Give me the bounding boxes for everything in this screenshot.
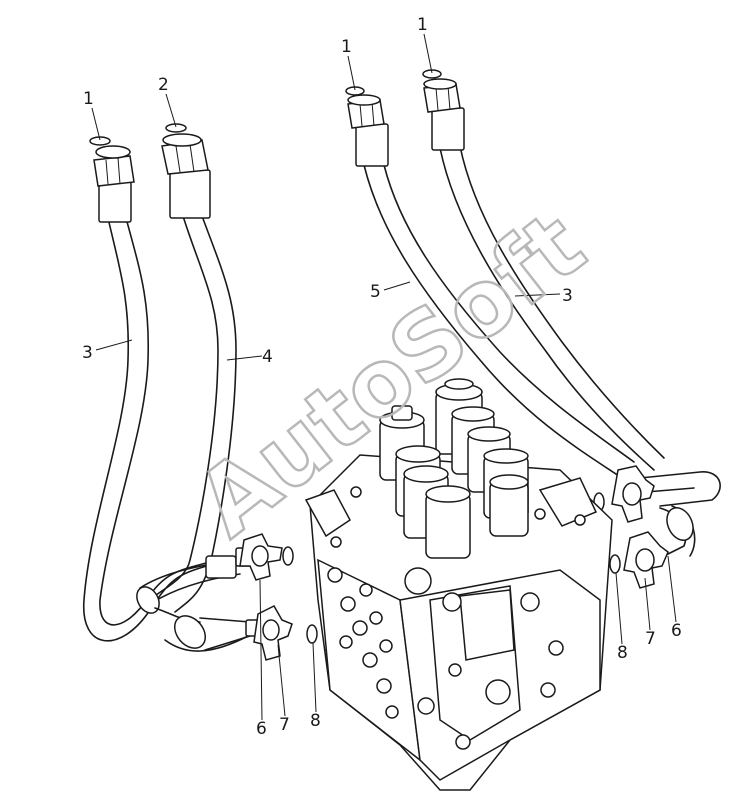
right-elbows [639, 471, 721, 557]
flange-lower-left [253, 605, 293, 661]
oring-2 [165, 123, 187, 133]
callout-7-right: 7 [645, 629, 656, 649]
oring-1a [89, 136, 111, 146]
callout-1-left: 1 [83, 89, 94, 109]
flange-upper-right [611, 465, 655, 523]
hose-4-fitting [161, 133, 211, 219]
oring-lower-left [306, 624, 318, 644]
callout-1-middle: 1 [341, 37, 352, 57]
callout-8-left: 8 [310, 711, 321, 731]
callout-6-right: 6 [671, 621, 682, 641]
callout-5: 5 [370, 282, 381, 302]
oring-1c [422, 69, 442, 79]
hose-5-fitting [347, 94, 389, 167]
callout-labels: 1 2 1 1 3 4 5 3 6 7 8 8 7 6 [82, 15, 682, 739]
hose-3-right [439, 145, 665, 471]
flange-upper-left [239, 533, 283, 581]
oring-upper-left [282, 546, 294, 566]
callout-8-right: 8 [617, 643, 628, 663]
control-valve-block [304, 454, 613, 791]
oring-1b [345, 86, 365, 96]
callout-1-right: 1 [417, 15, 428, 35]
callout-4: 4 [262, 347, 273, 367]
callout-3-right: 3 [562, 286, 573, 306]
flange-lower-right [623, 531, 669, 589]
leader-lines [91, 33, 677, 721]
oring-lower-right [609, 554, 621, 574]
callout-7-left: 7 [279, 715, 290, 735]
hose-3-right-fitting [423, 78, 465, 151]
solenoid-valves [379, 378, 529, 559]
callout-3-left: 3 [82, 343, 93, 363]
hose-5 [363, 164, 635, 479]
hose-3-left [83, 217, 211, 642]
lower-left-elbows [136, 547, 261, 652]
callout-2: 2 [158, 75, 169, 95]
hose-4 [149, 215, 237, 613]
callout-6-left: 6 [256, 719, 267, 739]
hose-3-left-fitting [93, 145, 135, 223]
